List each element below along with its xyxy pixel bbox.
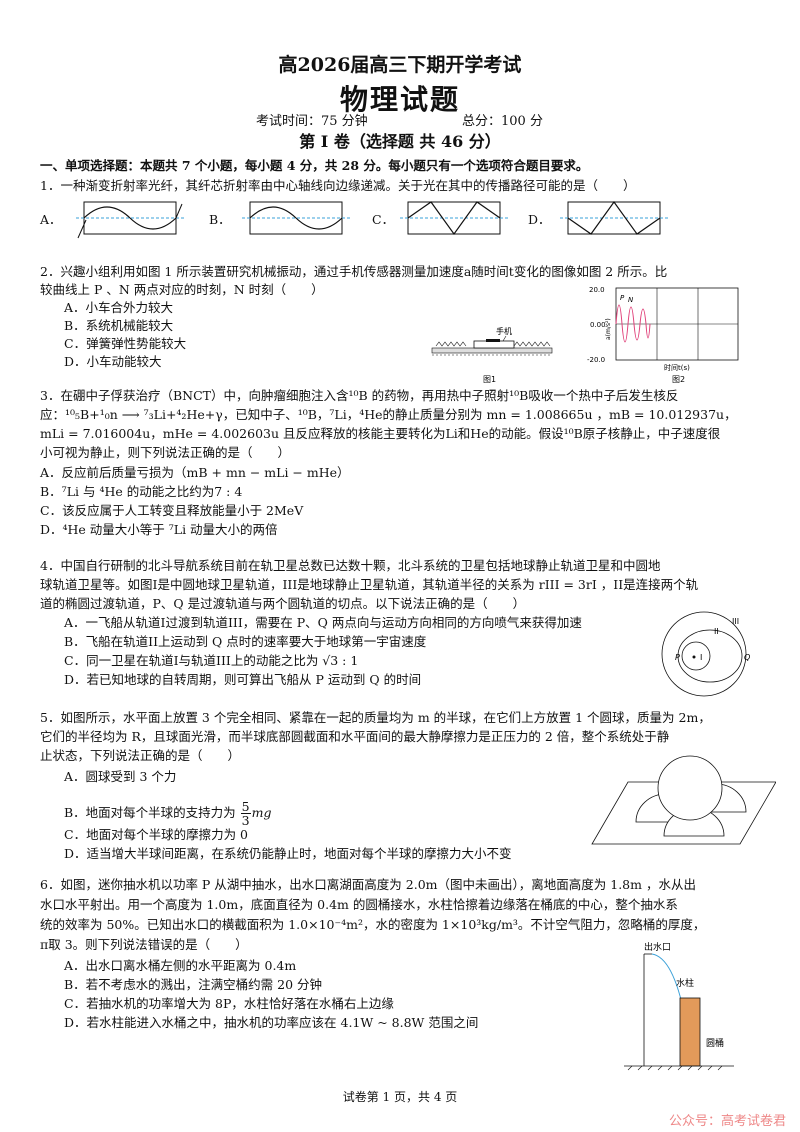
watermark: 公众号：高考试卷君	[668, 1114, 786, 1129]
q2-fig2-ytick-bot: -20.0	[587, 356, 605, 364]
q5-fraction-tail: mg	[251, 805, 272, 820]
q2-option-c: C．弹簧弹性势能较大	[64, 336, 187, 351]
q3-stem-line1: 3．在硼中子俘获治疗（BNCT）中，向肿瘤细胞注入含¹⁰B 的药物，再用热中子照…	[40, 388, 679, 403]
q5-fraction-num: 5	[240, 799, 251, 814]
q1-option-a-figure	[76, 201, 184, 239]
exam-title: 高2026届高三下期开学考试	[278, 54, 522, 76]
q6-fig-column-label: 水柱	[676, 977, 694, 989]
q4-orbit-figure: P I II III Q	[661, 611, 750, 697]
q2-fig2-point-p: P	[620, 294, 625, 302]
part-title: 第 I 卷（选择题 共 46 分）	[299, 132, 501, 151]
q4-fig-label-iii: III	[732, 617, 739, 626]
q2-stem-line2: 较曲线上 P 、N 两点对应的时刻，N 时刻（ ）	[40, 282, 324, 297]
q2-stem-line1: 2．兴趣小组利用如图 1 所示装置研究机械振动，通过手机传感器测量加速度a随时间…	[40, 264, 668, 279]
q4-fig-label-q: Q	[744, 653, 750, 662]
exam-time: 考试时间：75 分钟	[256, 114, 368, 129]
q6-fig-outlet-label: 出水口	[644, 941, 671, 953]
q5-fraction: 5 3	[240, 799, 251, 828]
q4-stem-line2: 球轨道卫星等。如图I是中圆地球卫星轨道，III是地球静止卫星轨道，其轨道半径的关…	[40, 577, 699, 592]
q3-option-c: C．该反应属于人工转变且释放能量小于 2MeV	[40, 503, 304, 518]
q2-fig2-caption: 图2	[672, 375, 685, 384]
q5-option-b-text: B．地面对每个半球的支持力为	[64, 805, 236, 820]
q4-fig-label-p: P	[675, 653, 680, 662]
q6-stem-line3: 统的效率为 50%。已知出水口的横截面积为 1.0×10⁻⁴m²，水的密度为 1…	[40, 917, 706, 932]
q2-fig1-caption: 图1	[483, 375, 496, 384]
q6-fig-bucket-label: 圆桶	[706, 1037, 724, 1049]
q6-option-d: D．若水柱能进入水桶之中，抽水机的功率应该在 4.1W ~ 8.8W 范围之间	[64, 1015, 479, 1030]
q2-fig2-point-n: N	[628, 296, 634, 304]
q4-fig-label-ii: II	[714, 627, 719, 636]
q3-stem-line4: 小可视为静止，则下列说法正确的是（ ）	[40, 445, 291, 460]
q2-fig2-ytick-mid: 0.00	[590, 321, 606, 329]
q3-stem-line2: 应：¹⁰₅B+¹₀n ⟶ ⁷₃Li+⁴₂He+γ，已知中子、¹⁰B，⁷Li，⁴H…	[40, 407, 737, 422]
q6-option-b: B．若不考虑水的溅出，注满空桶约需 20 分钟	[64, 977, 323, 992]
q3-stem-line3: mLi = 7.016004u，mHe = 4.002603u 且反应释放的核能…	[40, 426, 721, 441]
q1-label-a: A．	[40, 212, 62, 227]
q2-fig2-ylabel: a(m/s²)	[605, 318, 612, 340]
q3-option-b: B．⁷Li 与 ⁴He 的动能之比约为7 : 4	[40, 484, 243, 499]
q1-label-d: D．	[528, 212, 551, 227]
q3-option-d: D．⁴He 动量大小等于 ⁷Li 动量大小的两倍	[40, 522, 278, 537]
q5-stem-line1: 5．如图所示，水平面上放置 3 个完全相同、紧靠在一起的质量均为 m 的半球，在…	[40, 710, 711, 725]
q1-option-c-figure	[400, 201, 508, 236]
q6-option-c: C．若抽水机的功率增大为 8P，水柱恰好落在水桶右上边缘	[64, 996, 394, 1011]
q2-option-a: A．小车合外力较大	[64, 300, 174, 315]
q4-option-d: D．若已知地球的自转周期，则可算出飞船从 P 运动到 Q 的时间	[64, 672, 422, 687]
q1-label-b: B．	[209, 212, 231, 227]
q2-option-d: D．小车动能较大	[64, 354, 162, 369]
q6-stem-line4: π取 3。则下列说法错误的是（ ）	[40, 937, 248, 952]
subject-title: 物理试题	[339, 83, 460, 116]
q4-stem-line1: 4．中国自行研制的北斗导航系统目前在轨卫星总数已达数十颗，北斗系统的卫星包括地球…	[40, 558, 661, 573]
q5-stem-line3: 止状态，下列说法正确的是（ ）	[40, 748, 241, 763]
q2-option-b: B．系统机械能较大	[64, 318, 174, 333]
q5-stem-line2: 它们的半径均为 R，且球面光滑，而半球底部圆截面和水平面间的最大静摩擦力是正压力…	[40, 729, 670, 744]
q5-hemispheres-figure	[591, 755, 776, 845]
q4-stem-line3: 道的椭圆过渡轨道，P、Q 是过渡轨道与两个圆轨道的切点。以下说法正确的是（ ）	[40, 596, 526, 611]
page-footer: 试卷第 1 页，共 4 页	[342, 1090, 458, 1104]
q1-label-c: C．	[372, 212, 395, 227]
q6-option-a: A．出水口离水桶左侧的水平距离为 0.4m	[64, 958, 297, 973]
q4-option-a: A．一飞船从轨道I过渡到轨道III，需要在 P、Q 两点向与运动方向相同的方向喷…	[64, 615, 582, 630]
q1-option-b-figure	[242, 201, 350, 235]
q5-option-d: D．适当增大半球间距离，在系统仍能静止时，地面对每个半球的摩擦力大小不变	[64, 846, 512, 861]
q2-figure-1: 手机 图1	[431, 326, 553, 384]
q2-fig2-ytick-top: 20.0	[589, 286, 605, 294]
q1-option-d-figure	[560, 200, 668, 235]
q2-figure-2: 20.0 0.00 -20.0 a(m/s²) P N 时间t(s) 图2	[587, 286, 739, 384]
q5-option-b: B．地面对每个半球的支持力为 5 3 mg	[64, 800, 271, 827]
q4-option-c: C．同一卫星在轨道I与轨道III上的动能之比为 √3 : 1	[64, 653, 359, 668]
q1-stem: 1．一种渐变折射率光纤，其纤芯折射率由中心轴线向边缘递减。关于光在其中的传播路径…	[40, 178, 636, 193]
q4-fig-label-i: I	[700, 653, 702, 662]
q4-option-b: B．飞船在轨道II上运动到 Q 点时的速率要大于地球第一宇宙速度	[64, 634, 427, 649]
q2-fig1-phone-label: 手机	[496, 326, 512, 336]
total-score: 总分：100 分	[462, 114, 543, 129]
q5-option-c: C．地面对每个半球的摩擦力为 0	[64, 827, 248, 842]
q6-stem-line1: 6．如图，迷你抽水机以功率 P 从湖中抽水，出水口离湖面高度为 2.0m（图中未…	[40, 877, 696, 892]
q5-fraction-den: 3	[241, 813, 250, 828]
q2-fig2-xlabel: 时间t(s)	[664, 363, 690, 372]
q3-option-a: A．反应前后质量亏损为（mB + mn − mLi − mHe）	[40, 465, 350, 480]
q5-option-a: A．圆球受到 3 个力	[64, 769, 177, 784]
section-title: 一、单项选择题：本题共 7 个小题，每小题 4 分，共 28 分。每小题只有一个…	[40, 158, 589, 173]
q6-pump-figure: 出水口 水柱 圆桶	[624, 941, 734, 1071]
q6-stem-line2: 水口水平射出。用一个高度为 1.0m，底面直径为 0.4m 的圆桶接水，水柱恰擦…	[40, 897, 678, 912]
